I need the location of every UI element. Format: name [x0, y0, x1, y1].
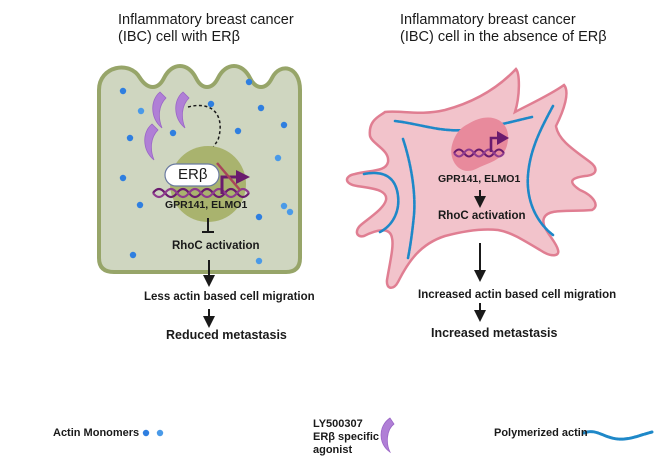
agonist-molecules [144, 91, 190, 161]
legend-monomer-dot-1 [142, 429, 150, 437]
legend-actin-icon [582, 430, 654, 441]
left-metastasis-label: Reduced metastasis [166, 328, 287, 342]
legend-agonist-line2: ERβ specific [313, 431, 380, 443]
left-migration-label: Less actin based cell migration [144, 291, 315, 303]
left-promoter-arrow [220, 175, 238, 194]
left-rhoc-label: RhoC activation [172, 240, 260, 252]
right-panel-title: Inflammatory breast cancer (IBC) cell in… [400, 12, 607, 46]
legend-agonist-label: LY500307 ERβ specific agonist [313, 418, 379, 457]
legend-agonist-line3: agonist [313, 444, 353, 456]
inhibited-strike [216, 162, 241, 191]
left-promoter-arrowhead [236, 170, 250, 184]
polymerized-actin-filaments [362, 104, 555, 260]
legend-agonist-line1: LY500307 [313, 418, 363, 430]
legend-polymerized-actin-label: Polymerized actin [494, 427, 588, 439]
right-rhoc-label: RhoC activation [438, 210, 526, 222]
left-title-line2: (IBC) cell with ERβ [118, 29, 240, 45]
agonist-path-arrow [187, 104, 221, 159]
right-title-line2: (IBC) cell in the absence of ERβ [400, 29, 607, 45]
right-promoter-arrowhead [497, 131, 509, 145]
right-dna-helix [453, 148, 505, 158]
right-genes-label: GPR141, ELMO1 [438, 173, 521, 185]
legend-actin-monomers-label: Actin Monomers [53, 427, 140, 439]
left-genes-label: GPR141, ELMO1 [165, 199, 248, 211]
legend-agonist-icon [380, 417, 395, 454]
right-nucleus [451, 117, 509, 171]
left-panel-title: Inflammatory breast cancer (IBC) cell wi… [118, 12, 294, 46]
legend-monomer-dot-2 [156, 429, 164, 437]
right-migration-label: Increased actin based cell migration [418, 289, 617, 301]
left-dna-helix [152, 187, 250, 199]
erbeta-receptor [164, 163, 220, 187]
right-metastasis-label: Increased metastasis [431, 326, 558, 340]
right-cell [345, 67, 597, 322]
left-title-line1: Inflammatory breast cancer [118, 12, 294, 28]
left-cell [97, 64, 302, 328]
right-title-line1: Inflammatory breast cancer [400, 12, 576, 28]
legend-icons [142, 417, 654, 454]
left-erbeta-label: ERβ [178, 166, 208, 183]
